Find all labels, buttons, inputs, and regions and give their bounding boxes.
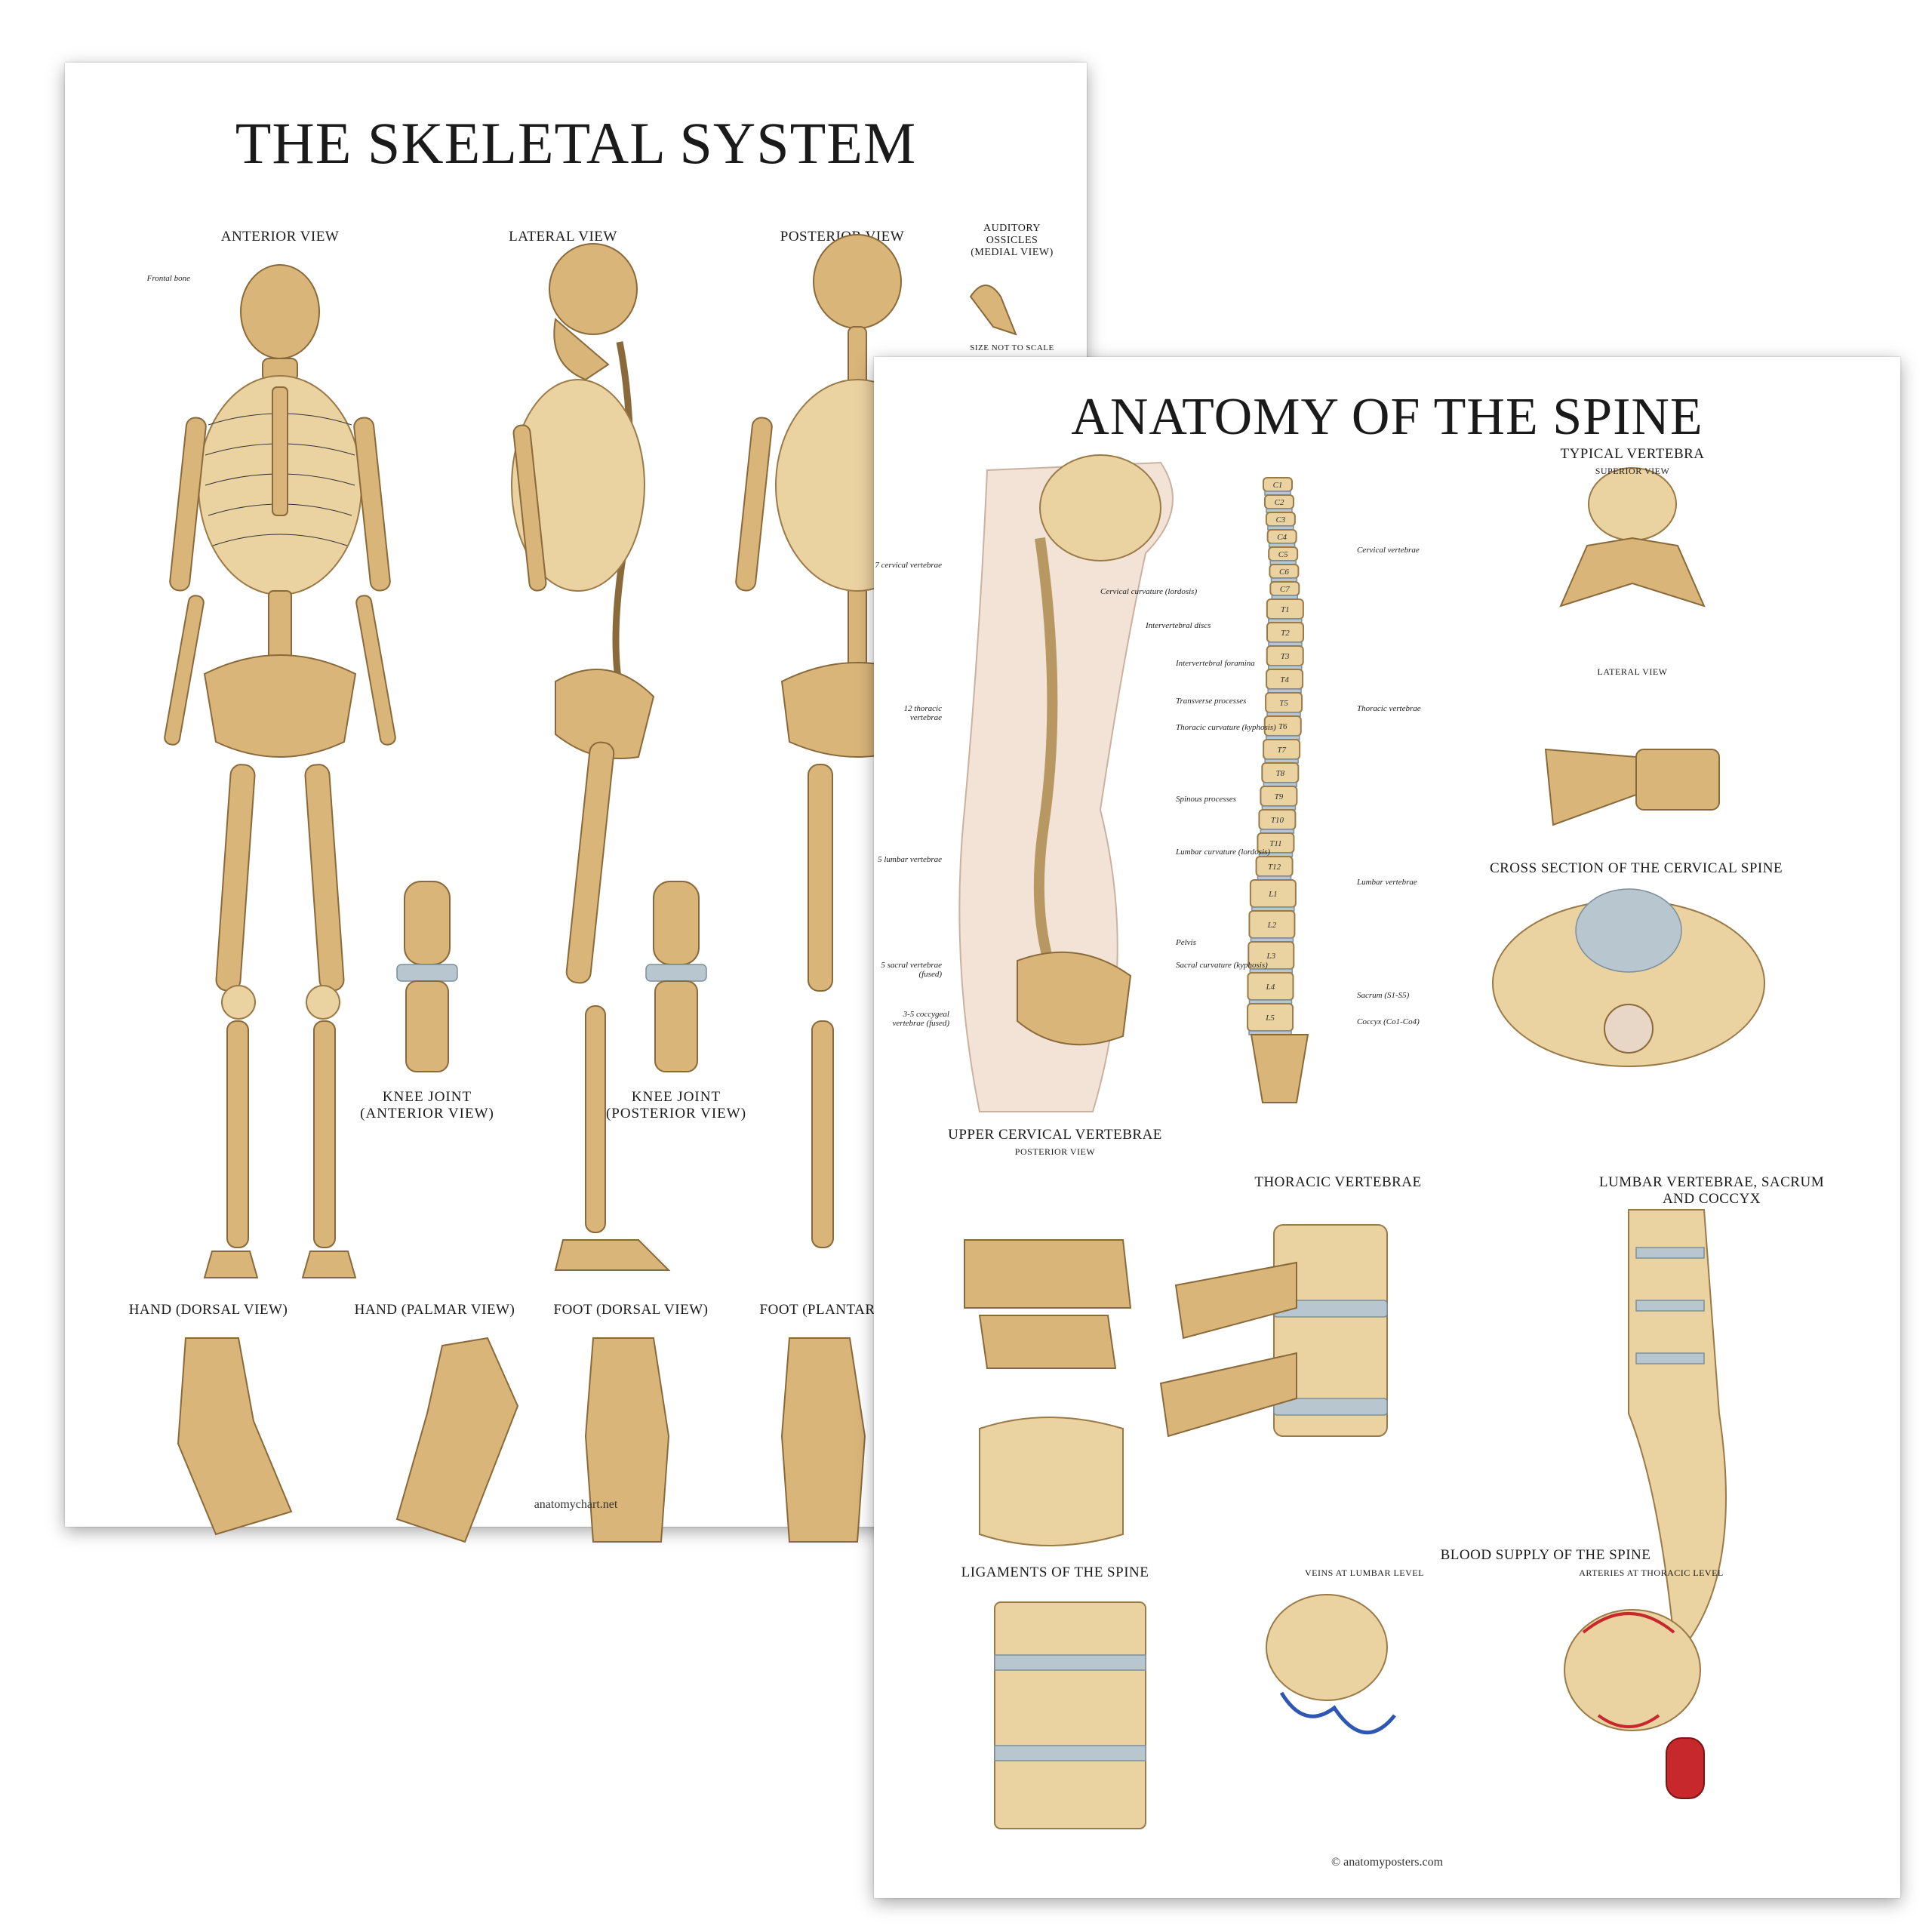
vertebra-letter: T11 — [1269, 839, 1281, 848]
foot-plantar-heading: FOOT (PLANTAR VI — [759, 1302, 895, 1318]
anterior-skeleton-illustration — [164, 234, 1017, 1543]
veins-subheading: VEINS AT LUMBAR LEVEL — [1305, 1567, 1424, 1578]
blood-supply-heading: BLOOD SUPPLY OF THE SPINE — [1440, 1547, 1651, 1563]
vertebra-letter: C4 — [1277, 533, 1287, 542]
vertebra-letter: T6 — [1278, 722, 1287, 731]
thoracic-heading: THORACIC VERTEBRAE — [1254, 1174, 1422, 1190]
label-sacral-count: 5 sacral vertebrae (fused) — [881, 961, 942, 980]
hand-dorsal-heading: HAND (DORSAL VIEW) — [128, 1302, 288, 1318]
lateral-view-subheading: LATERAL VIEW — [1597, 666, 1668, 677]
ligaments-heading: LIGAMENTS OF THE SPINE — [961, 1564, 1149, 1580]
vertebra-letter: T8 — [1276, 769, 1285, 778]
label-coccygeal-count: 3-5 coccygeal vertebrae (fused) — [892, 1010, 949, 1029]
vertebra-letter: C2 — [1275, 498, 1284, 507]
spine-title: ANATOMY OF THE SPINE — [1071, 388, 1703, 446]
vertebra-letter: L5 — [1265, 1014, 1275, 1023]
knee-anterior-heading: KNEE JOINT (ANTERIOR VIEW) — [360, 1089, 494, 1121]
label-sacral-curvature: Sacral curvature (kyphosis) — [1176, 961, 1268, 970]
label-intervertebral-foramina: Intervertebral foramina — [1176, 659, 1255, 668]
label-transverse-processes: Transverse processes — [1176, 697, 1247, 706]
label-cervical-count: 7 cervical vertebrae — [875, 561, 942, 570]
label-thoracic-count: 12 thoracic vertebrae — [903, 704, 942, 723]
anterior-view-heading: ANTERIOR VIEW — [220, 229, 340, 245]
vertebra-letter: L1 — [1268, 890, 1278, 899]
ossicles-heading: AUDITORY OSSICLES (MEDIAL VIEW) — [971, 223, 1054, 259]
label-lumbar-vertebrae: Lumbar vertebrae — [1357, 878, 1417, 887]
lateral-view-heading: LATERAL VIEW — [509, 229, 617, 245]
vertebra-letter: T5 — [1279, 699, 1288, 708]
spine-footer: © anatomyposters.com — [1331, 1856, 1444, 1869]
label: Frontal bone — [146, 274, 190, 283]
vertebra-letter: T2 — [1281, 629, 1290, 638]
label-cervical-vertebrae: Cervical vertebrae — [1357, 546, 1420, 555]
vertebra-letter: C6 — [1279, 568, 1289, 577]
foot-dorsal-heading: FOOT (DORSAL VIEW) — [553, 1302, 709, 1318]
superior-view-subheading: SUPERIOR VIEW — [1595, 466, 1670, 476]
sacrum-shape — [1250, 1034, 1309, 1103]
arteries-subheading: ARTERIES AT THORACIC LEVEL — [1579, 1567, 1724, 1578]
label-thoracic-curvature: Thoracic curvature (kyphosis) — [1176, 723, 1276, 732]
vertebra-letter: T3 — [1281, 652, 1290, 661]
vertebra-letter: T12 — [1268, 863, 1281, 872]
vertebra-letter: L3 — [1266, 952, 1275, 961]
label-cervical-curvature: Cervical curvature (lordosis) — [1100, 587, 1198, 596]
skeleton-title: THE SKELETAL SYSTEM — [235, 110, 917, 176]
label-lumbar-curvature: Lumbar curvature (lordosis) — [1176, 848, 1271, 857]
upper-cervical-posterior-subheading: POSTERIOR VIEW — [1014, 1146, 1096, 1157]
vertebra-letter: T10 — [1271, 816, 1284, 825]
label-sacrum: Sacrum (S1-S5) — [1357, 991, 1410, 1000]
upper-cervical-heading: UPPER CERVICAL VERTEBRAE — [948, 1127, 1162, 1143]
label-lumbar-count: 5 lumbar vertebrae — [878, 855, 942, 864]
vertebra-letter: L2 — [1267, 921, 1277, 930]
lumbar-heading: LUMBAR VERTEBRAE, SACRUM AND COCCYX — [1598, 1174, 1825, 1207]
vertebra-letter: T1 — [1281, 605, 1290, 614]
spine-illustrations: C1C2C3C4C5C6C7T1T2T3T4T5T6T7T8T9T10T11T1… — [958, 454, 1765, 1829]
knee-posterior-heading: KNEE JOINT (POSTERIOR VIEW) — [605, 1089, 747, 1121]
vertebral-column: C1C2C3C4C5C6C7T1T2T3T4T5T6T7T8T9T10T11T1… — [1247, 477, 1309, 1103]
vertebra-letter: T7 — [1277, 746, 1286, 755]
vertebra-letter: T9 — [1275, 792, 1284, 801]
hand-palmar-heading: HAND (PALMAR VIEW) — [354, 1302, 515, 1318]
label-thoracic-vertebrae: Thoracic vertebrae — [1357, 704, 1421, 713]
label-intervertebral-discs: Intervertebral discs — [1146, 621, 1211, 630]
vertebra-letter: C5 — [1278, 550, 1288, 559]
vertebra-letter: C7 — [1280, 585, 1290, 594]
vertebra-letter: T4 — [1280, 675, 1289, 685]
label-pelvis: Pelvis — [1176, 938, 1196, 947]
label-spinous-processes: Spinous processes — [1176, 795, 1236, 804]
skeleton-footer: anatomychart.net — [534, 1498, 618, 1511]
vertebra-letter: L4 — [1266, 983, 1275, 992]
typical-vertebra-heading: TYPICAL VERTEBRA — [1560, 446, 1705, 462]
vertebra-letter: C1 — [1273, 481, 1283, 490]
cross-section-heading: CROSS SECTION OF THE CERVICAL SPINE — [1489, 860, 1783, 876]
anterior-left-labels: Frontal bone — [77, 274, 190, 283]
vertebra-letter: C3 — [1275, 515, 1285, 525]
label-coccyx: Coccyx (Co1-Co4) — [1357, 1017, 1420, 1026]
ossicles-note: SIZE NOT TO SCALE — [970, 343, 1054, 352]
